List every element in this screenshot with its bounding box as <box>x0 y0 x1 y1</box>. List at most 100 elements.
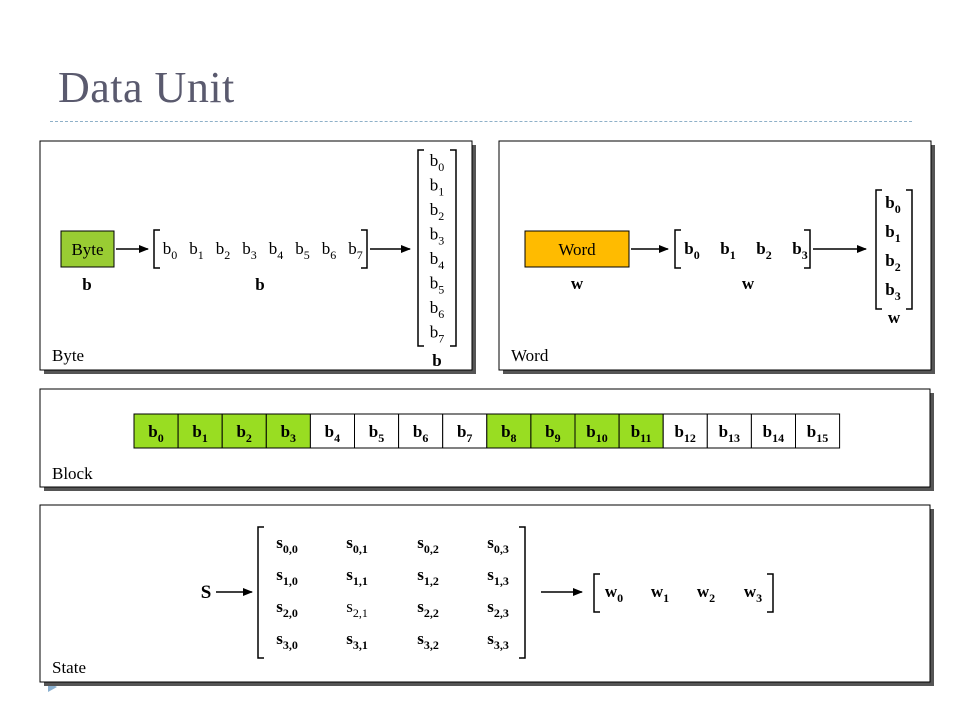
block-cell-label: b10 <box>586 422 607 445</box>
word-row-bytes: b0 b1 b2 b3 <box>684 239 807 262</box>
byte-col-bit: b3 <box>430 225 445 248</box>
word-col-var-label: w <box>888 308 901 327</box>
byte-col-bracket-right <box>450 149 457 347</box>
byte-row-bit: b6 <box>322 239 337 262</box>
state-words-bracket-right <box>767 573 774 613</box>
byte-col-var-label: b <box>432 351 441 370</box>
block-cell <box>221 413 267 449</box>
byte-row-bit: b4 <box>269 239 284 262</box>
word-box-label: Word <box>558 240 596 259</box>
word-row-byte: b0 <box>684 239 699 262</box>
block-cell <box>309 413 355 449</box>
byte-col-bit: b1 <box>430 176 445 199</box>
block-cell-label: b0 <box>148 422 163 445</box>
byte-col-bit: b4 <box>430 249 445 272</box>
state-word: w1 <box>651 582 669 605</box>
block-cell-label: b6 <box>413 422 428 445</box>
block-cell <box>442 413 488 449</box>
byte-row-var-label: b <box>255 275 264 294</box>
byte-box-label: Byte <box>71 240 103 259</box>
state-var-label: S <box>201 582 212 603</box>
word-col-byte: b1 <box>885 222 900 245</box>
block-cell <box>530 413 576 449</box>
word-row-bracket-right <box>804 229 811 269</box>
block-cell <box>265 413 311 449</box>
state-matrix-cell: s1,2 <box>417 565 439 588</box>
byte-row-bit: b2 <box>216 239 231 262</box>
byte-row-bit: b7 <box>348 239 363 262</box>
block-cell-label: b12 <box>674 422 695 445</box>
byte-col-bit: b6 <box>430 298 445 321</box>
word-row-byte: b2 <box>756 239 771 262</box>
word-col-byte: b3 <box>885 280 900 303</box>
state-word: w0 <box>605 582 623 605</box>
state-words: w0 w1 w2 w3 <box>605 582 762 605</box>
slide-title: Data Unit <box>58 63 235 112</box>
word-row-var-label: w <box>742 274 755 293</box>
block-cell <box>618 413 664 449</box>
state-matrix-cell: s0,3 <box>487 533 509 556</box>
state-matrix-cell: s3,0 <box>276 629 298 652</box>
byte-panel <box>39 140 476 374</box>
word-row-bracket-left <box>674 229 681 269</box>
byte-col-bit: b7 <box>430 323 445 346</box>
word-col-byte: b2 <box>885 251 900 274</box>
state-matrix-cell: s1,3 <box>487 565 509 588</box>
state-matrix-cell: s0,0 <box>276 533 298 556</box>
byte-row-bit: b5 <box>295 239 310 262</box>
byte-row-bracket-left <box>153 229 160 269</box>
state-matrix-cell: s2,0 <box>276 597 298 620</box>
block-cell-label: b5 <box>369 422 384 445</box>
block-cell-label: b4 <box>325 422 340 445</box>
state-matrix-cell: s3,1 <box>346 629 368 652</box>
byte-col-bit: b5 <box>430 274 445 297</box>
block-cell-label: b14 <box>763 422 784 445</box>
block-cell <box>795 413 841 449</box>
block-panel-label: Block <box>52 464 93 483</box>
block-cell-label: b15 <box>807 422 828 445</box>
word-panel-label: Word <box>511 346 549 365</box>
word-var-label: w <box>571 274 584 293</box>
byte-row-bit: b0 <box>163 239 178 262</box>
byte-row-bit: b1 <box>189 239 204 262</box>
state-matrix-bracket-right <box>519 526 526 659</box>
state-matrix-cell: s0,2 <box>417 533 439 556</box>
block-cell-label: b2 <box>236 422 251 445</box>
block-cell <box>177 413 223 449</box>
state-panel <box>39 504 934 686</box>
byte-var-label: b <box>82 275 91 294</box>
state-word: w2 <box>697 582 715 605</box>
block-cell <box>133 413 179 449</box>
state-matrix-cell: s2,2 <box>417 597 439 620</box>
state-matrix-cell: s3,3 <box>487 629 509 652</box>
byte-col-bit: b2 <box>430 200 445 223</box>
word-box <box>524 230 630 268</box>
block-cell-label: b11 <box>631 422 652 445</box>
block-cell-label: b13 <box>719 422 740 445</box>
block-cell-label: b8 <box>501 422 516 445</box>
block-cell-label: b9 <box>545 422 560 445</box>
byte-row-bit: b3 <box>242 239 257 262</box>
state-matrix-cell: s2,3 <box>487 597 509 620</box>
byte-box <box>60 230 115 268</box>
byte-col-bracket-left <box>417 149 424 347</box>
state-word: w3 <box>744 582 762 605</box>
word-row-byte: b1 <box>720 239 735 262</box>
block-cell-label: b3 <box>281 422 296 445</box>
word-col-bytes: b0 b1 b2 b3 <box>885 193 900 303</box>
word-col-byte: b0 <box>885 193 900 216</box>
word-row-byte: b3 <box>792 239 807 262</box>
state-matrix-cell: s2,1 <box>346 597 368 620</box>
word-col-bracket-right <box>906 189 913 310</box>
byte-row-bits: b0 b1 b2 b3 b4 b5 b6 b7 <box>163 239 363 262</box>
slide-bullet-marker <box>48 682 57 692</box>
word-col-bracket-left <box>875 189 882 310</box>
state-matrix-bracket-left <box>257 526 264 659</box>
byte-row-bracket-right <box>361 229 368 269</box>
state-matrix-cell: s1,1 <box>346 565 368 588</box>
byte-col-bit: b0 <box>430 151 445 174</box>
state-panel-label: State <box>52 658 86 677</box>
